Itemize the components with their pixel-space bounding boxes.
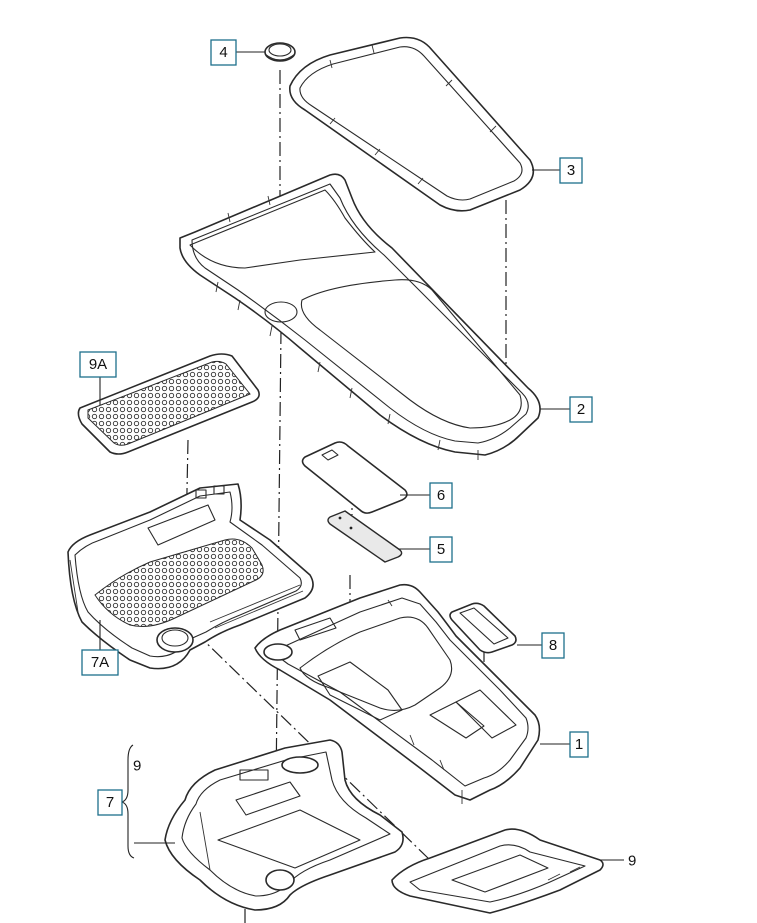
part-2-trim-panel xyxy=(179,173,541,460)
part-1-console-body xyxy=(254,583,541,804)
callout-4-label: 4 xyxy=(219,44,227,61)
part-7-lower-console xyxy=(164,739,404,911)
callout-5: 5 xyxy=(429,536,453,563)
part-5-gasket xyxy=(327,510,403,563)
callout-3: 3 xyxy=(559,157,583,184)
callout-9a: 9A xyxy=(79,351,117,378)
part-8-tray xyxy=(449,602,517,654)
part-6-pad xyxy=(301,441,408,514)
callout-9-label: 9 xyxy=(628,853,636,870)
callout-1-label: 1 xyxy=(575,736,583,753)
leader-lines xyxy=(99,51,624,861)
callout-6-label: 6 xyxy=(437,487,445,504)
bracket-9-label: 9 xyxy=(133,758,141,775)
callout-8-label: 8 xyxy=(549,637,557,654)
part-9-side-panel xyxy=(391,828,604,914)
part-7a-upper-shell xyxy=(67,483,314,670)
callout-2: 2 xyxy=(569,396,593,423)
part-4-cap xyxy=(264,42,296,62)
callout-7-label: 7 xyxy=(106,794,114,811)
callout-3-label: 3 xyxy=(567,162,575,179)
callout-9a-label: 9A xyxy=(89,356,107,373)
callout-7a-label: 7A xyxy=(91,654,109,671)
callout-5-label: 5 xyxy=(437,541,445,558)
part-3-trim-frame xyxy=(288,36,535,212)
part-9a-mesh-mat xyxy=(77,353,260,455)
callout-1: 1 xyxy=(569,731,589,758)
callout-6: 6 xyxy=(429,482,453,509)
callout-7a: 7A xyxy=(81,649,119,676)
callout-2-label: 2 xyxy=(577,401,585,418)
callout-4: 4 xyxy=(210,39,237,66)
callout-7: 7 xyxy=(97,789,123,816)
callout-8: 8 xyxy=(541,632,565,659)
